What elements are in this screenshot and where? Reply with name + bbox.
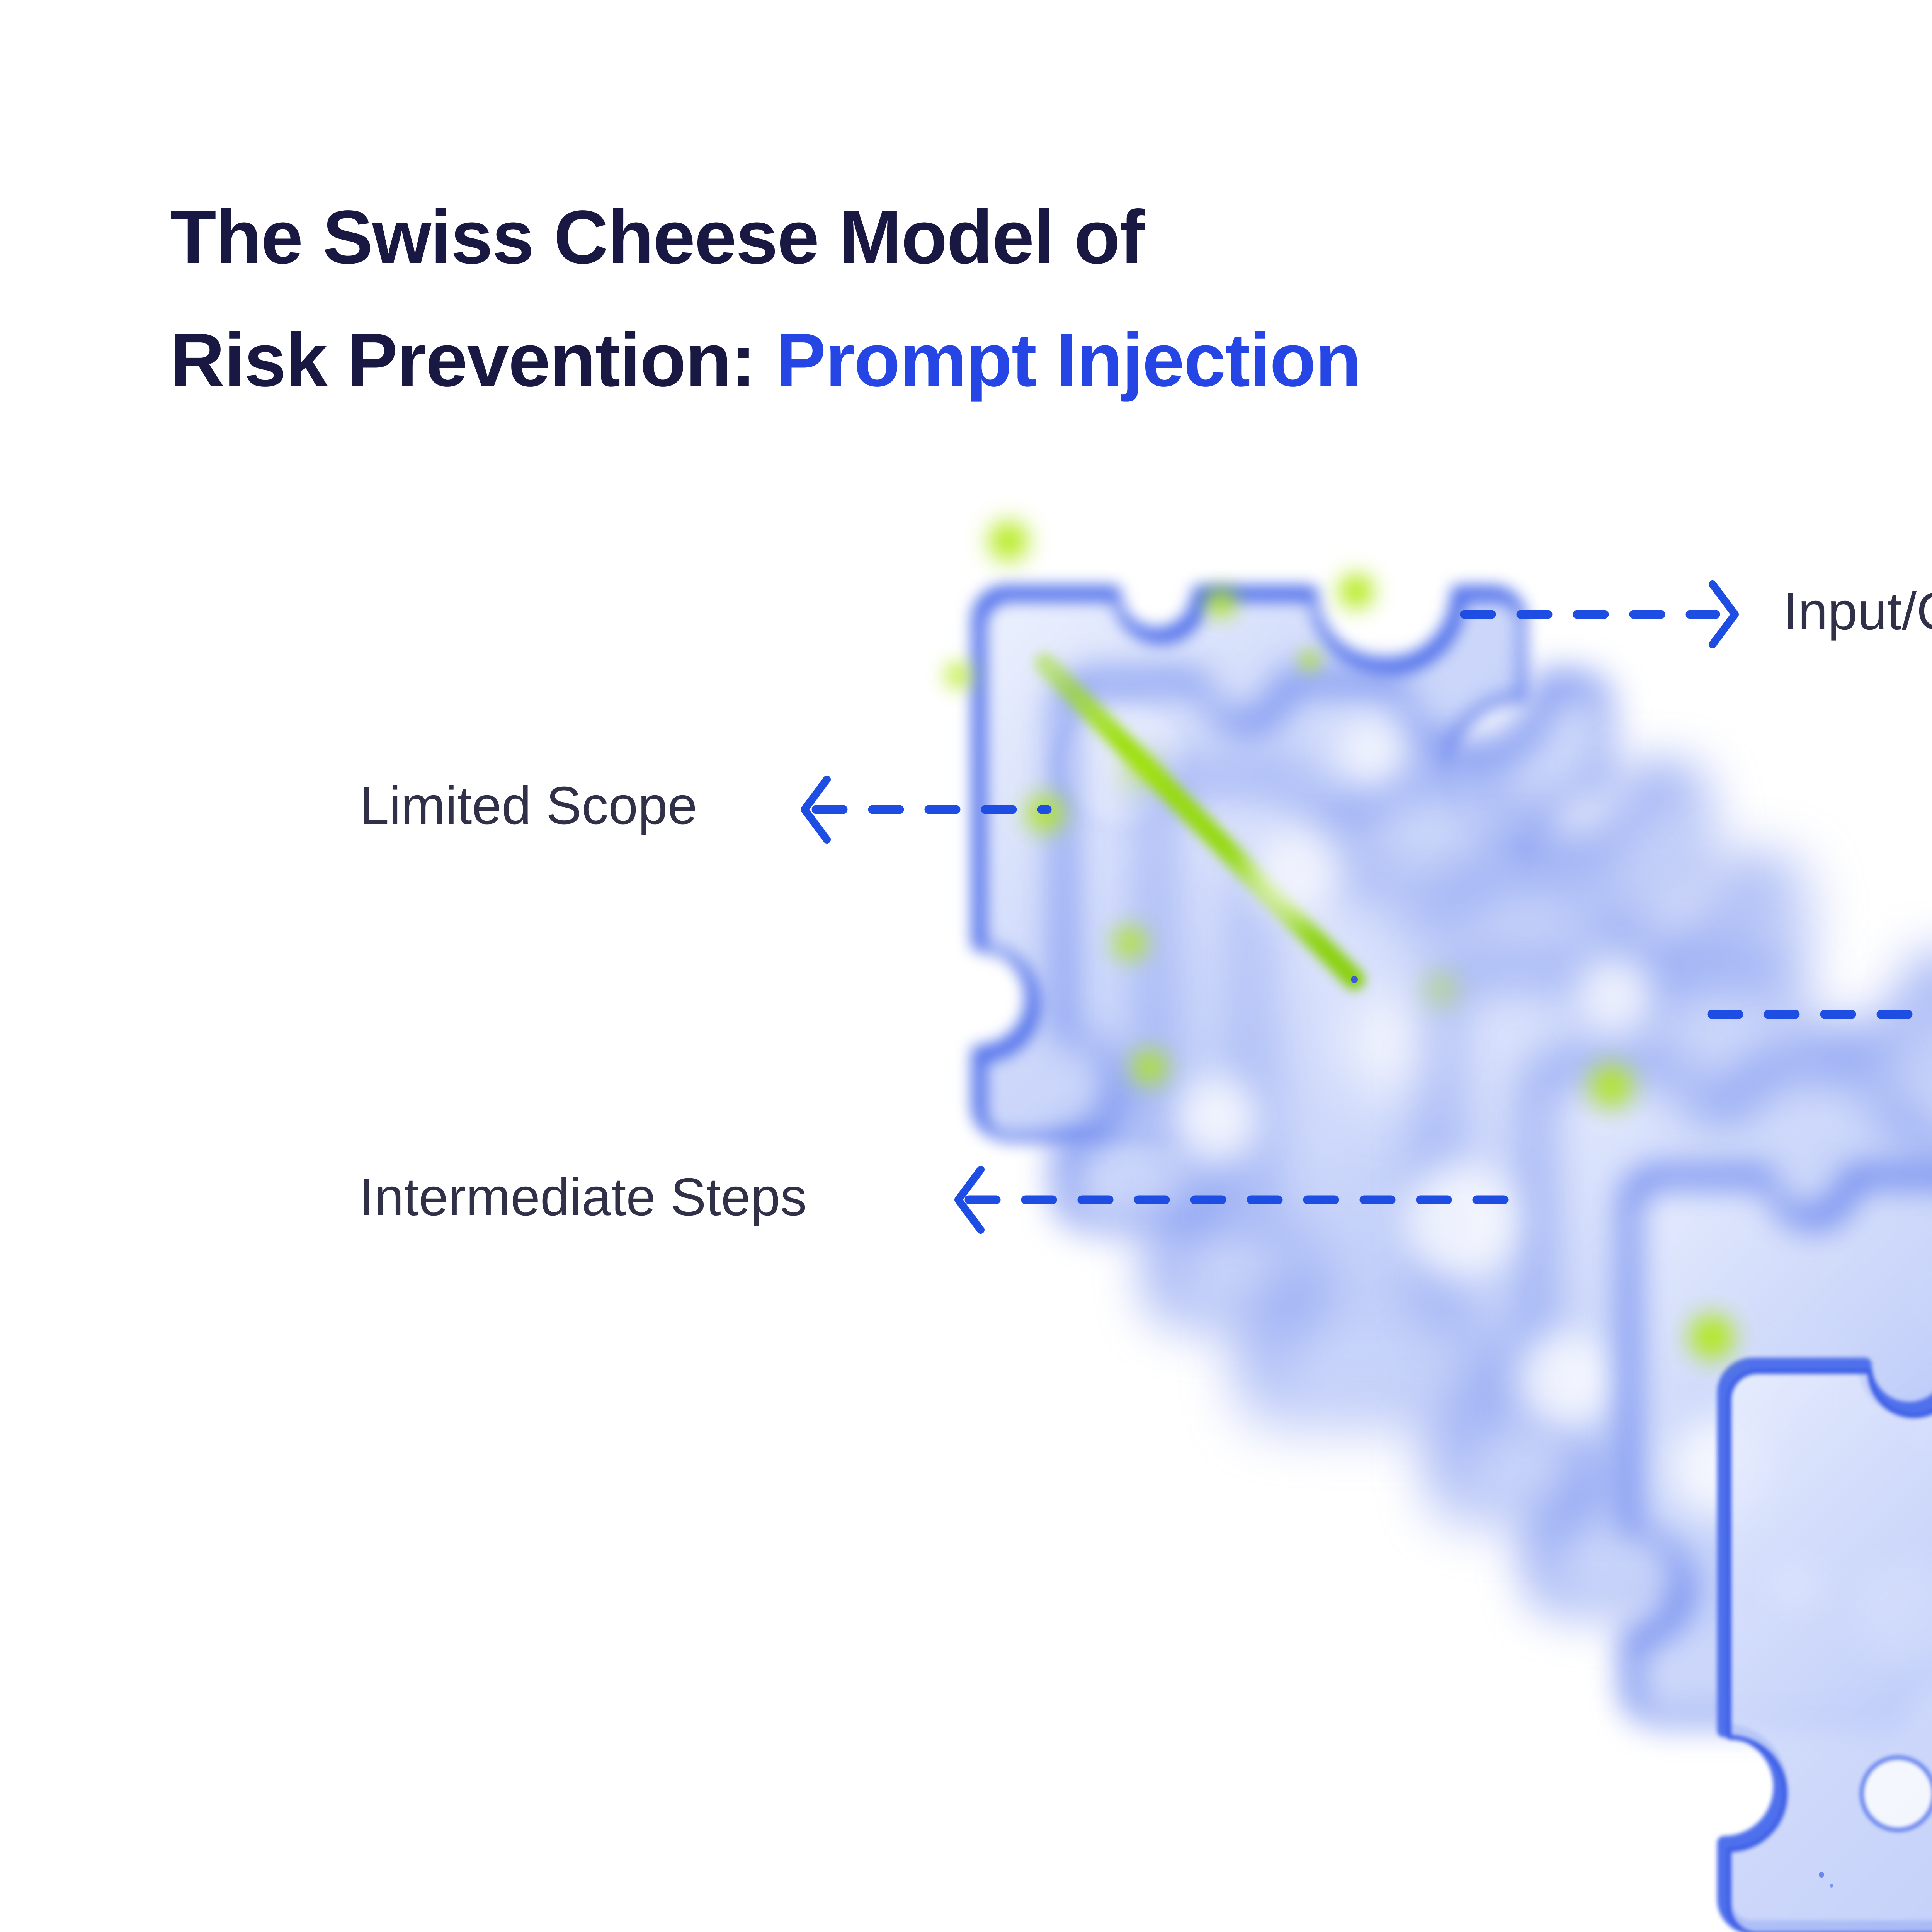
- bokeh-blob: [1517, 1331, 1613, 1428]
- arrow-separating-user-input-dashed-arrow-icon: [1707, 1010, 1932, 1019]
- title-line-2-prefix: Risk Prevention:: [170, 318, 776, 402]
- label-intermediate-steps: Intermediate Steps: [359, 1167, 807, 1227]
- title-line-2-highlight: Prompt Injection: [776, 318, 1361, 402]
- arrowhead-icon: [801, 776, 831, 844]
- bokeh-layer: [1175, 719, 1406, 1163]
- arrowhead-icon: [1709, 580, 1739, 648]
- green-blob-icon: [1684, 1309, 1740, 1365]
- label-limited-scope: Limited Scope: [359, 776, 697, 835]
- cheese-slice-icon-8: [1717, 1357, 1932, 1932]
- bokeh-blob: [1175, 1078, 1260, 1163]
- green-blob-icon: [1335, 570, 1378, 612]
- artifact-dot: [1830, 1884, 1833, 1888]
- artifact-dot: [1819, 1872, 1824, 1878]
- bokeh-layer: [1403, 958, 1654, 1428]
- arrow-intermediate-steps-dashed-arrow-icon: [954, 1166, 1523, 1234]
- beam-tip-dot: [1351, 976, 1358, 983]
- bokeh-blob: [1337, 719, 1406, 788]
- green-beam-icon: [1034, 653, 1365, 990]
- green-blob-icon: [1423, 971, 1460, 1008]
- arrow-limited-scope-dashed-arrow-icon: [801, 776, 1052, 844]
- arrow-input-output-dashed-arrow-icon: [1460, 580, 1739, 648]
- title-line-1: The Swiss Cheese Model of: [170, 195, 1145, 279]
- green-blob-icon: [1585, 1060, 1638, 1112]
- arrowhead-icon: [954, 1166, 985, 1234]
- cheese-hole: [1860, 1755, 1932, 1832]
- green-blob-icon: [1119, 750, 1161, 792]
- label-input-output-ethos-analysis: Input/Output Ethos Analysis: [1783, 582, 1932, 641]
- green-blob-icon: [1110, 923, 1150, 963]
- bokeh-blob: [1403, 1163, 1519, 1279]
- green-blob-icon: [1204, 585, 1238, 620]
- green-blob-icon: [985, 517, 1032, 565]
- bokeh-blob: [1577, 958, 1654, 1036]
- green-blob-icon: [943, 660, 974, 691]
- bokeh-blob: [1248, 827, 1341, 920]
- page-title: The Swiss Cheese Model of Risk Preventio…: [170, 176, 1361, 422]
- title-line-2: Risk Prevention: Prompt Injection: [170, 299, 1361, 422]
- green-blob-icon: [1128, 1046, 1171, 1088]
- green-blob-icon: [1298, 648, 1322, 673]
